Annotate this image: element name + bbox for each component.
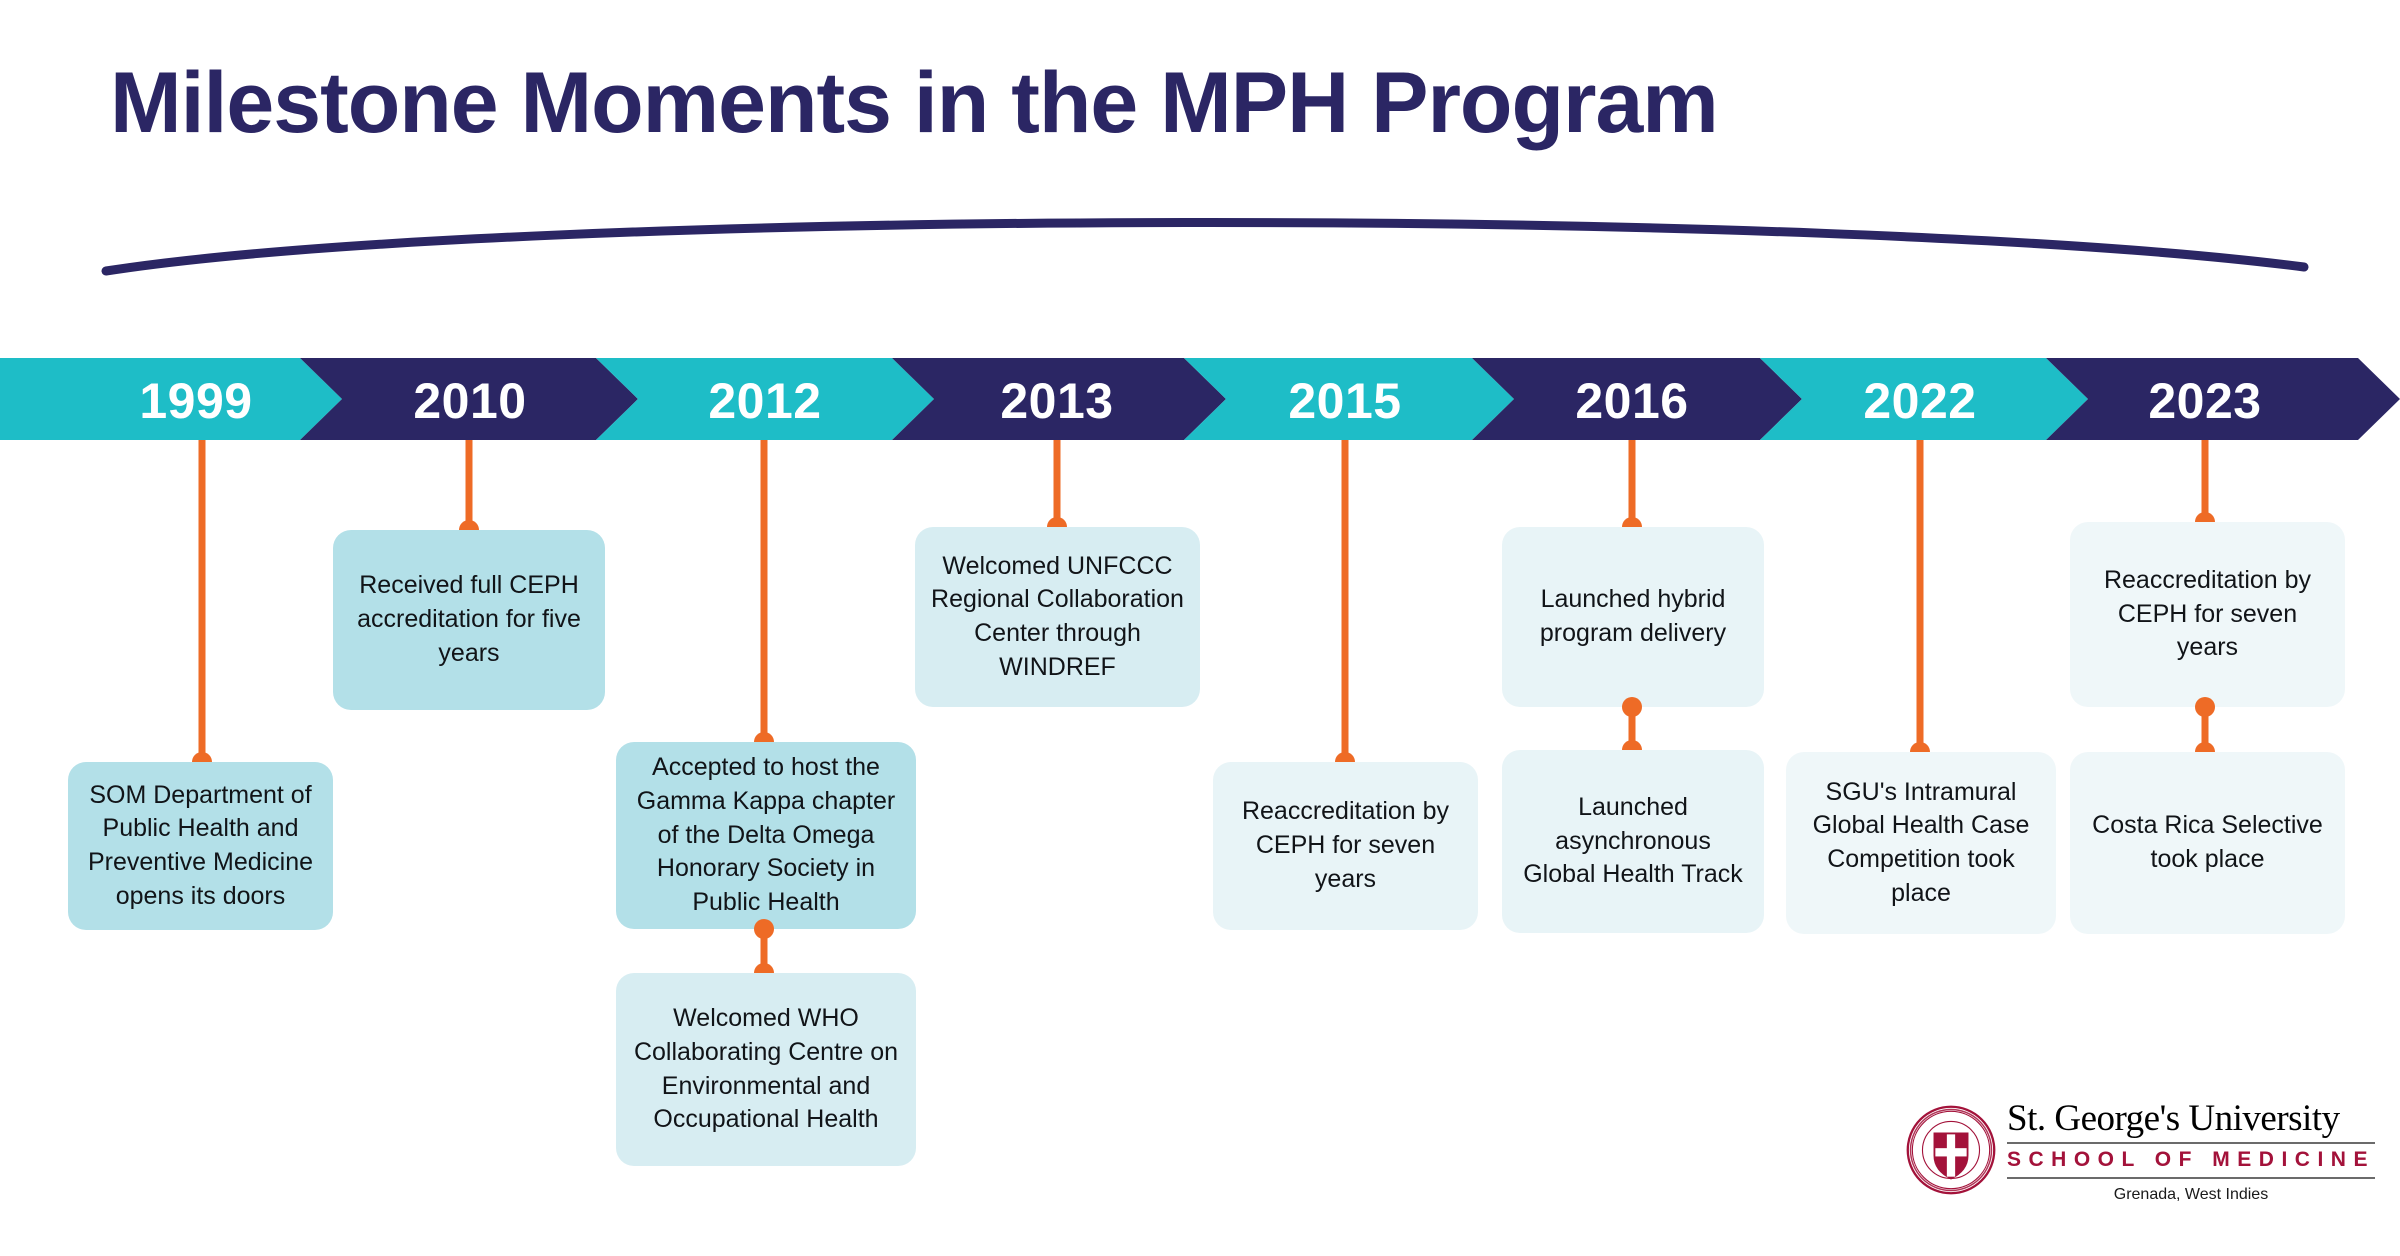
event-box-2015[interactable]: Reaccreditation by CEPH for seven years [1213,762,1478,930]
sgu-logo: St. George's University SCHOOL OF MEDICI… [1905,1100,2375,1230]
sgu-seal-icon [1906,1105,1996,1195]
timeline-segment-2022[interactable] [1760,358,2088,440]
event-text: Reaccreditation by CEPH for seven years [2103,565,2312,662]
event-text: Welcomed UNFCCC Regional Collaboration C… [931,551,1184,681]
connector-line-2022 [1916,440,1924,752]
page-title: Milestone Moments in the MPH Program [110,55,1719,151]
connector-dot-top-2016b [1622,697,1642,717]
title-underline-swoosh [101,217,2309,276]
sgu-location: Grenada, West Indies [2113,1186,2269,1203]
event-box-2022[interactable]: SGU's Intramural Global Health Case Comp… [1786,752,2056,934]
connector-line-2012b [760,929,768,973]
sgu-divider-bottom [2007,1177,2375,1179]
event-text: Costa Rica Selective took place [2092,811,2323,873]
sgu-divider-top [2007,1142,2375,1144]
timeline-segment-2013[interactable] [892,358,1226,440]
sgu-university-name: St. George's University [2007,1098,2340,1139]
timeline-segment-2016[interactable] [1472,358,1802,440]
event-text: SOM Department of Public Health and Prev… [87,780,314,910]
event-box-2012a[interactable]: Accepted to host the Gamma Kappa chapter… [616,742,916,929]
event-text: Reaccreditation by CEPH for seven years [1241,797,1450,893]
sgu-wordmark: St. George's University SCHOOL OF MEDICI… [2007,1100,2375,1204]
event-text: Launched hybrid program delivery [1539,585,1727,647]
event-box-2012b[interactable]: Welcomed WHO Collaborating Centre on Env… [616,973,916,1166]
event-box-2016b[interactable]: Launched asynchronous Global Health Trac… [1502,750,1764,933]
connector-line-2010 [465,440,473,530]
timeline-segment-2015[interactable] [1184,358,1514,440]
connector-line-2015 [1341,440,1349,762]
sgu-school-name: SCHOOL OF MEDICINE [2007,1148,2375,1171]
timeline-arrow-bar [0,358,2400,440]
timeline-segment-2012[interactable] [596,358,934,440]
connector-dot-top-2023b [2195,697,2215,717]
connector-line-2023a [2201,440,2209,522]
event-box-2013[interactable]: Welcomed UNFCCC Regional Collaboration C… [915,527,1200,707]
event-box-2016a[interactable]: Launched hybrid program delivery [1502,527,1764,707]
timeline-segment-2010[interactable] [300,358,638,440]
event-box-2010[interactable]: Received full CEPH accreditation for fiv… [333,530,605,710]
connector-line-2023b [2201,707,2209,752]
event-box-2023a[interactable]: Reaccreditation by CEPH for seven years [2070,522,2345,707]
event-text: SGU's Intramural Global Health Case Comp… [1812,777,2030,907]
connector-line-1999 [198,440,206,762]
connector-line-2016a [1628,440,1636,527]
event-text: Received full CEPH accreditation for fiv… [357,571,581,667]
connector-line-2013 [1053,440,1061,527]
connector-line-2012a [760,440,768,742]
event-text: Welcomed WHO Collaborating Centre on Env… [633,1004,899,1134]
timeline-segment-1999[interactable] [0,358,342,440]
event-box-1999[interactable]: SOM Department of Public Health and Prev… [68,762,333,930]
event-text: Launched asynchronous Global Health Trac… [1523,792,1743,889]
event-text: Accepted to host the Gamma Kappa chapter… [636,753,896,917]
timeline-segment-2023[interactable] [2046,358,2400,440]
connector-dot-top-2012b [754,919,774,939]
event-box-2023b[interactable]: Costa Rica Selective took place [2070,752,2345,934]
connector-line-2016b [1628,707,1636,750]
